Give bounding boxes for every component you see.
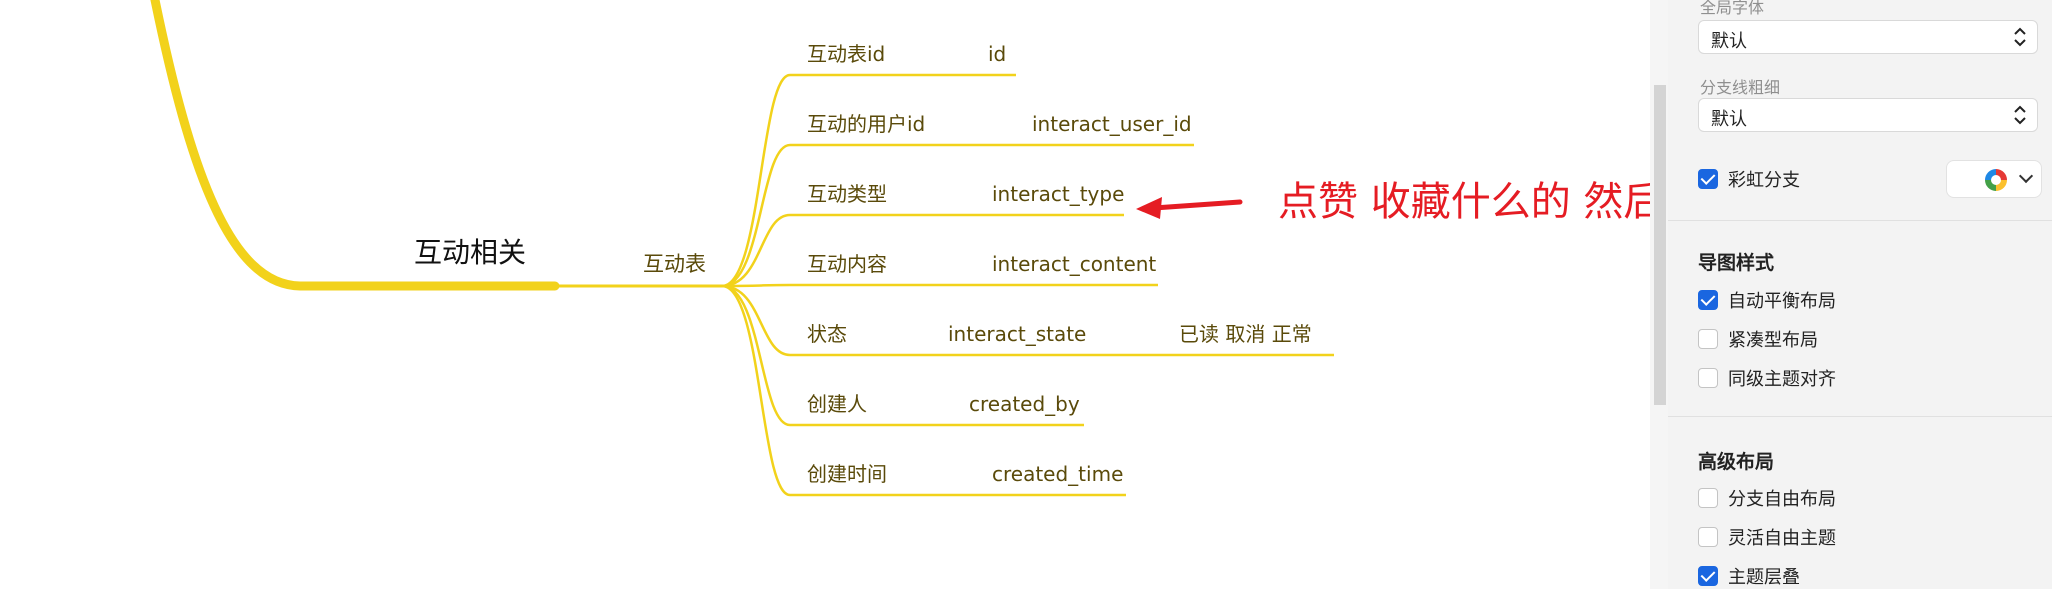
chevron-down-icon (2018, 168, 2034, 184)
branch-width-value: 默认 (1711, 109, 1747, 130)
rainbow-branch-toggle[interactable]: 彩虹分支 (1698, 165, 1800, 193)
sub-topic[interactable]: 互动表 (643, 252, 706, 276)
select-arrows-icon (2014, 105, 2026, 125)
field-label[interactable]: 互动内容 (807, 252, 887, 276)
panel-divider (1668, 416, 2052, 417)
rainbow-branch-checkbox[interactable] (1698, 169, 1718, 189)
map-style-title: 导图样式 (1698, 252, 1775, 274)
global-font-select[interactable]: 默认 (1698, 20, 2038, 54)
field-code[interactable]: created_time (992, 462, 1123, 486)
field-branch-line (721, 213, 1124, 288)
free-branch-label: 分支自由布局 (1728, 489, 1836, 510)
field-branch-line (721, 284, 1334, 357)
global-font-value: 默认 (1711, 31, 1747, 52)
advanced-layout-title: 高级布局 (1698, 451, 1775, 473)
option-compact-layout[interactable]: 紧凑型布局 (1698, 325, 1818, 353)
topic-stacking-label: 主题层叠 (1728, 567, 1800, 588)
option-sibling-align[interactable]: 同级主题对齐 (1698, 364, 1836, 392)
color-wheel-icon (1985, 169, 2007, 191)
field-branch-line (721, 143, 1194, 288)
select-arrows-icon (2014, 27, 2026, 47)
canvas-scrollbar[interactable] (1650, 0, 1668, 589)
main-topic[interactable]: 互动相关 (414, 236, 526, 269)
branch-width-label: 分支线粗细 (1700, 78, 1781, 97)
field-code[interactable]: created_by (969, 392, 1080, 416)
option-flexible-topic[interactable]: 灵活自由主题 (1698, 523, 1836, 551)
auto-balance-label: 自动平衡布局 (1728, 291, 1836, 312)
rainbow-color-picker-button[interactable] (1946, 160, 2042, 198)
rainbow-branch-label: 彩虹分支 (1728, 170, 1800, 191)
branch-width-select[interactable]: 默认 (1698, 98, 2038, 132)
auto-balance-checkbox[interactable] (1698, 290, 1718, 310)
field-branch-line (721, 73, 1016, 288)
field-label[interactable]: 状态 (807, 322, 847, 346)
option-free-branch[interactable]: 分支自由布局 (1698, 484, 1836, 512)
panel-divider (1668, 220, 2052, 221)
field-label[interactable]: 互动表id (807, 42, 885, 66)
sibling-align-checkbox[interactable] (1698, 368, 1718, 388)
field-label[interactable]: 创建人 (807, 392, 867, 416)
field-code[interactable]: interact_content (992, 252, 1156, 276)
field-branches: 互动表id id 互动的用户id interact_user_id 互动类型 intera… (721, 42, 1334, 497)
compact-layout-label: 紧凑型布局 (1728, 330, 1818, 351)
scrollbar-thumb[interactable] (1654, 85, 1666, 405)
flexible-topic-checkbox[interactable] (1698, 527, 1718, 547)
field-branch-line (721, 284, 1084, 427)
root-branch (150, 0, 560, 291)
field-code[interactable]: interact_user_id (1032, 112, 1192, 136)
free-branch-checkbox[interactable] (1698, 488, 1718, 508)
option-auto-balance[interactable]: 自动平衡布局 (1698, 286, 1836, 314)
compact-layout-checkbox[interactable] (1698, 329, 1718, 349)
global-font-label: 全局字体 (1700, 0, 1765, 17)
field-code[interactable]: interact_type (992, 182, 1124, 206)
field-code[interactable]: interact_state (948, 322, 1086, 346)
annotation-arrow-icon (1136, 197, 1243, 219)
field-label[interactable]: 创建时间 (807, 462, 887, 486)
option-topic-stacking[interactable]: 主题层叠 (1698, 562, 1800, 590)
field-branch-line (721, 283, 1158, 288)
flexible-topic-label: 灵活自由主题 (1728, 528, 1836, 549)
topic-stacking-checkbox[interactable] (1698, 566, 1718, 586)
field-extra-note[interactable]: 已读 取消 正常 (1179, 322, 1312, 346)
field-label[interactable]: 互动类型 (807, 182, 887, 206)
style-panel: 全局字体 默认 分支线粗细 默认 彩虹分支 导图样式 自动平衡布局 紧凑型布局 … (1668, 0, 2052, 589)
field-branch-line (721, 284, 1126, 497)
field-code[interactable]: id (988, 42, 1006, 66)
sibling-align-label: 同级主题对齐 (1728, 369, 1836, 390)
field-label[interactable]: 互动的用户id (807, 112, 925, 136)
